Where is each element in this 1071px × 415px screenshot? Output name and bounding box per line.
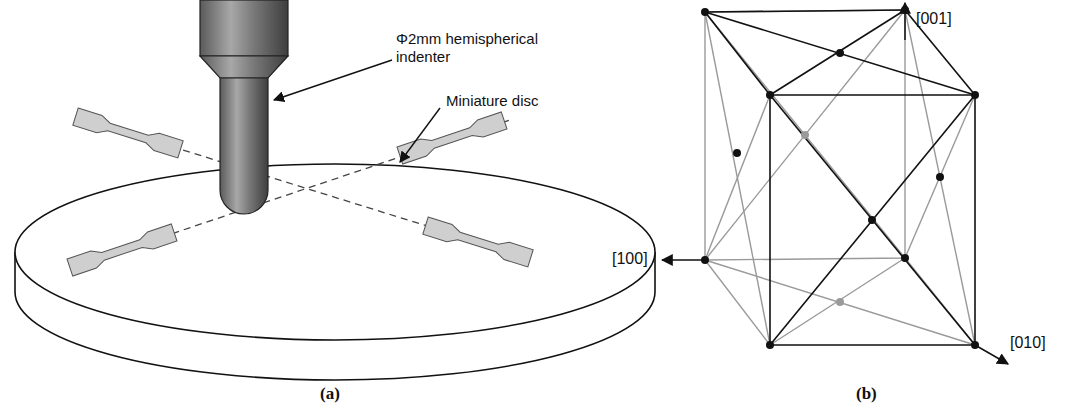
indenter-label: Φ2mm hemispherical indenter	[396, 30, 546, 66]
axis-label: [010]	[1010, 334, 1068, 352]
axis-label: [001]	[916, 10, 976, 28]
miniature-disc	[15, 164, 655, 380]
panel-caption: (b)	[856, 385, 896, 403]
tensile-specimen	[67, 108, 533, 276]
disc-label: Miniature disc	[446, 92, 586, 110]
hemispherical-indenter	[200, 0, 288, 214]
axis-arrow	[662, 3, 1008, 364]
axis-label: [100]	[612, 250, 672, 268]
leader-arrow	[274, 60, 440, 162]
fcc-unit-cell	[701, 4, 979, 349]
panel-caption: (a)	[320, 385, 360, 403]
